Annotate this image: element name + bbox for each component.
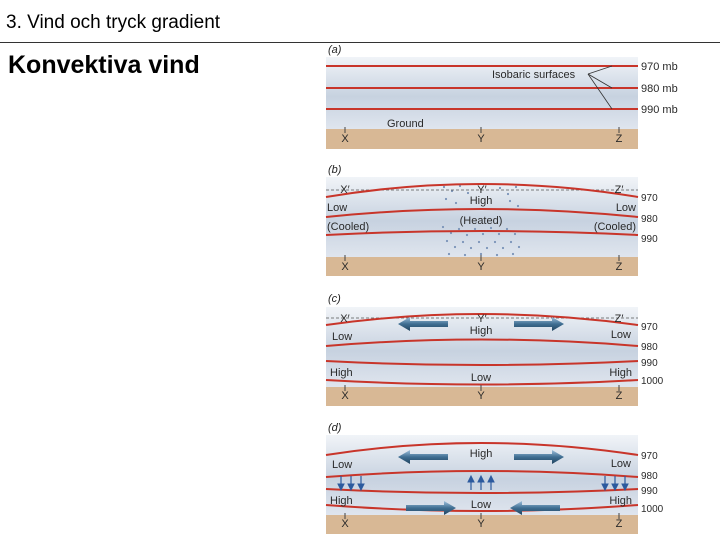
panel-b-diagram: X′ Y′ Z′ High (Heated) Low (Cooled) Low …	[325, 177, 658, 276]
label-left-low: Low	[332, 331, 352, 343]
label-980: 980	[641, 214, 658, 225]
isobar-970	[325, 313, 639, 326]
isobar-1000	[325, 379, 639, 386]
label-990mb: 990 mb	[641, 104, 678, 116]
label-right-high: High	[609, 367, 632, 379]
isobar-990	[325, 230, 639, 236]
label-left-low: Low	[327, 202, 347, 214]
label-970: 970	[641, 322, 658, 333]
point-z-prime: Z′	[615, 313, 624, 325]
label-left-low: Low	[332, 459, 352, 471]
title-divider	[0, 42, 720, 43]
label-ground: Ground	[387, 118, 424, 130]
point-x: X	[341, 261, 349, 273]
isobar-980	[325, 338, 639, 347]
point-y: Y	[477, 390, 485, 402]
isobar-970	[325, 442, 639, 456]
isobar-970	[325, 183, 639, 198]
left-arrow-aloft	[398, 317, 448, 331]
label-990: 990	[641, 234, 658, 245]
point-z: Z	[616, 390, 623, 402]
point-y-prime: Y′	[477, 313, 486, 325]
label-right-high: High	[609, 495, 632, 507]
label-970: 970	[641, 193, 658, 204]
right-arrow-surface	[510, 501, 560, 515]
label-center-heated: (Heated)	[460, 215, 503, 227]
label-970mb: 970 mb	[641, 61, 678, 73]
slide-heading: Konvektiva vind	[8, 51, 200, 79]
label-1000: 1000	[641, 376, 664, 387]
label-970: 970	[641, 451, 658, 462]
label-980: 980	[641, 471, 658, 482]
sinking-air-arrows-right	[601, 476, 629, 492]
label-center-high: High	[470, 195, 493, 207]
isobar-980	[325, 208, 639, 218]
label-1000: 1000	[641, 504, 664, 515]
label-right-low: Low	[616, 202, 636, 214]
point-y-prime: Y′	[477, 184, 486, 196]
label-left-cooled: (Cooled)	[327, 221, 369, 233]
slide-title: 3. Vind och tryck gradient	[6, 12, 221, 33]
point-y: Y	[477, 133, 485, 145]
point-x-prime: X′	[340, 313, 349, 325]
label-right-low: Low	[611, 329, 631, 341]
panel-a-label: (a)	[328, 44, 342, 56]
panel-d-diagram: High Low Low High Low High 970 980 990 1…	[325, 435, 664, 534]
point-x-prime: X′	[340, 184, 349, 196]
isobar-980	[325, 470, 639, 478]
label-980: 980	[641, 342, 658, 353]
point-x: X	[341, 133, 349, 145]
label-center-low: Low	[471, 372, 491, 384]
left-arrow-aloft	[398, 450, 448, 464]
label-left-high: High	[330, 495, 353, 507]
label-right-low: Low	[611, 458, 631, 470]
panel-c-diagram: X′ Y′ Z′ High Low Low High Low High 970 …	[325, 307, 664, 406]
label-980mb: 980 mb	[641, 83, 678, 95]
point-z: Z	[616, 261, 623, 273]
point-x: X	[341, 390, 349, 402]
point-y: Y	[477, 518, 485, 530]
isobar-1000	[325, 504, 639, 512]
label-center-high: High	[470, 448, 493, 460]
label-center-low: Low	[471, 499, 491, 511]
label-center-high: High	[470, 325, 493, 337]
panel-b-label: (b)	[328, 164, 342, 176]
heated-air-dots	[441, 184, 521, 257]
label-right-cooled: (Cooled)	[594, 221, 636, 233]
left-arrow-surface	[406, 501, 456, 515]
right-arrow-aloft	[514, 317, 564, 331]
point-z: Z	[616, 133, 623, 145]
panel-d-label: (d)	[328, 422, 342, 434]
panel-a-diagram: Isobaric surfaces 970 mb 980 mb 990 mb G…	[326, 57, 678, 149]
callout-isobaric-surfaces: Isobaric surfaces	[492, 69, 576, 81]
sinking-air-arrows-left	[337, 476, 365, 492]
isobar-990	[325, 488, 639, 494]
isobar-990	[325, 360, 639, 366]
point-z-prime: Z′	[615, 184, 624, 196]
label-left-high: High	[330, 367, 353, 379]
label-990: 990	[641, 358, 658, 369]
point-x: X	[341, 518, 349, 530]
point-z: Z	[616, 518, 623, 530]
panel-c-label: (c)	[328, 293, 341, 305]
point-y: Y	[477, 261, 485, 273]
rising-air-arrows-center	[467, 474, 495, 490]
right-arrow-aloft	[514, 450, 564, 464]
label-990: 990	[641, 486, 658, 497]
